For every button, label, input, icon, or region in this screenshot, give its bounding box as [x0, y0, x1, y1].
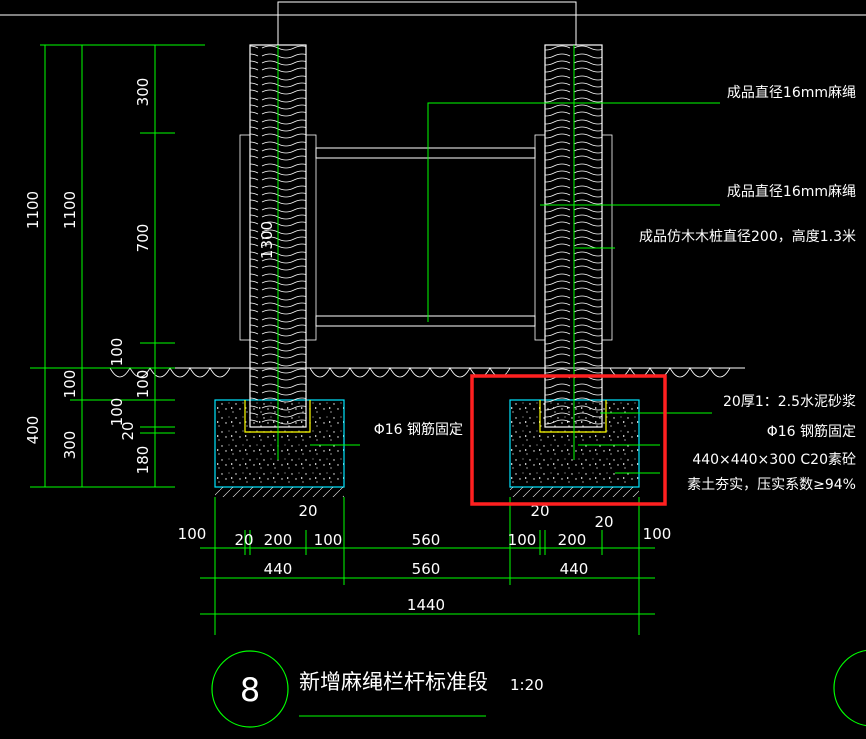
dim-20-vertical: 20: [119, 421, 137, 440]
title-block: 8 新增麻绳栏杆标准段 1:20: [211, 649, 866, 728]
dim-20-under-left-footing: 20: [298, 502, 317, 520]
top-dimension-bracket: [277, 1, 577, 45]
leader-lines: [310, 102, 720, 474]
dim-100-inner-right: 100: [508, 531, 537, 549]
dim-100-outer-left: 100: [178, 525, 207, 543]
rope-lower: [315, 315, 536, 327]
note-mortar: 20厚1：2.5水泥砂浆: [723, 394, 856, 410]
note-rope-top: 成品直径16mm麻绳: [727, 84, 856, 101]
dim-700: 700: [134, 224, 152, 253]
note-post: 成品仿木木桩直径200，高度1.3米: [639, 228, 856, 245]
drawing-title: 新增麻绳栏杆标准段: [299, 670, 488, 694]
dim-200-left: 200: [264, 531, 293, 549]
dim-100-c: 100: [108, 398, 126, 427]
dim-100-outer-right: 100: [643, 525, 672, 543]
dim-400: 400: [24, 416, 42, 445]
left-dimension-chains: [30, 44, 205, 488]
dim-100-b: 100: [134, 370, 152, 399]
dim-560-bottom: 560: [412, 560, 441, 578]
dim-1100-inner: 1100: [61, 191, 79, 229]
dim-1100-outer: 1100: [24, 191, 42, 229]
note-rope-mid: 成品直径16mm麻绳: [727, 183, 856, 200]
dim-1300: 1300: [258, 221, 276, 259]
mortar-bed-right: [539, 400, 607, 433]
drawing-scale: 1:20: [510, 676, 544, 694]
dim-20-right-edge: 20: [594, 513, 613, 531]
dim-560-top: 560: [412, 531, 441, 549]
detail-number: 8: [240, 671, 260, 709]
note-soil: 素土夯实，压实系数≥94%: [687, 477, 856, 493]
dim-20-under-right-footing: 20: [530, 502, 549, 520]
dim-300-left: 300: [61, 431, 79, 460]
note-rebar-right: Φ16 钢筋固定: [767, 423, 856, 440]
dim-440-left: 440: [264, 560, 293, 578]
dim-180: 180: [134, 446, 152, 475]
detail-circle: [211, 650, 289, 728]
highlight-box: [470, 374, 667, 506]
dim-20-left: 20: [234, 531, 253, 549]
dim-440-right: 440: [560, 560, 589, 578]
rope-upper: [315, 147, 536, 159]
dim-1440: 1440: [407, 596, 445, 614]
dim-100-inner-left: 100: [314, 531, 343, 549]
dim-300-top: 300: [134, 78, 152, 107]
dim-100-left: 100: [61, 370, 79, 399]
dim-100-a: 100: [108, 338, 126, 367]
note-rebar-left: Φ16 钢筋固定: [374, 421, 463, 438]
bottom-dimension-chains: [200, 497, 655, 635]
note-footing: 440×440×300 C20素砼: [692, 452, 856, 468]
dim-200-right: 200: [558, 531, 587, 549]
next-detail-circle: [833, 649, 866, 727]
